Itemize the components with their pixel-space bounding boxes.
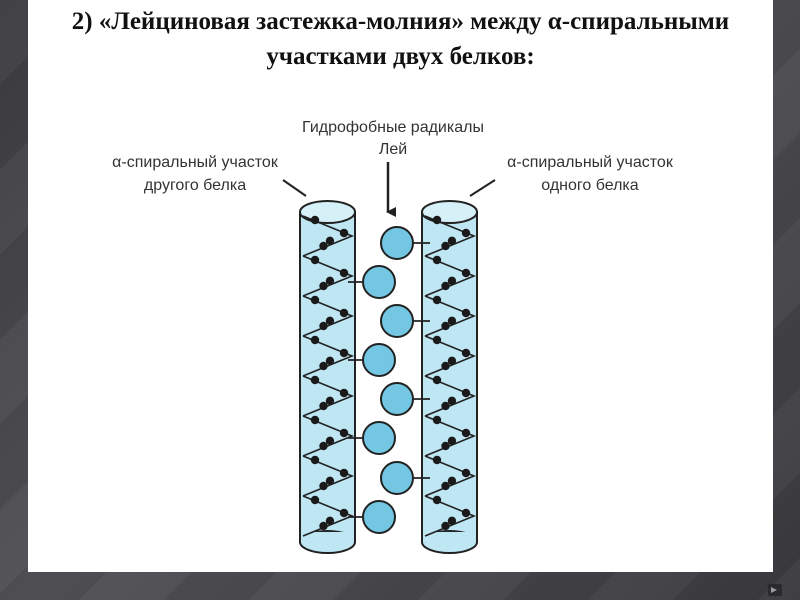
residue-dot xyxy=(339,428,349,438)
residue-dot xyxy=(447,516,457,525)
left-helix-coil xyxy=(302,215,355,537)
leucine-radical xyxy=(380,382,414,416)
slide-title: 2) «Лейциновая застежка-молния» между α-… xyxy=(28,4,773,74)
residue-dot xyxy=(461,428,471,438)
residue-dot xyxy=(461,468,471,478)
residue-dot xyxy=(310,495,320,505)
residue-dot xyxy=(447,396,457,405)
leucine-radical xyxy=(362,500,396,534)
residue-dot xyxy=(432,495,442,505)
residue-dot xyxy=(441,441,450,451)
label-radicals-line1: Гидрофобные радикалы xyxy=(302,119,484,136)
residue-dot xyxy=(441,481,450,491)
leucine-radical xyxy=(380,226,414,260)
residue-dot xyxy=(461,508,471,518)
residue-dot xyxy=(310,255,320,265)
residue-dot xyxy=(461,268,471,278)
residue-dot xyxy=(319,361,328,371)
residue-dot xyxy=(339,268,349,278)
leucine-radical xyxy=(362,343,396,377)
helix-backbone xyxy=(302,215,355,537)
label-left-line2: другого белка xyxy=(144,177,246,194)
residue-dot xyxy=(441,281,450,291)
right-label-pointer xyxy=(469,179,496,197)
residue-dot xyxy=(319,401,328,411)
residue-dot xyxy=(319,281,328,291)
residue-dot xyxy=(325,516,335,525)
right-helix-coil xyxy=(424,215,477,537)
residue-dot xyxy=(447,436,457,445)
residue-dot xyxy=(432,415,442,425)
leucine-zipper-diagram: Гидрофобные радикалы Лей α-спиральный уч… xyxy=(112,119,674,554)
leucine-radical xyxy=(362,421,396,455)
label-radicals-line2: Лей xyxy=(379,141,407,158)
residue-dot xyxy=(310,295,320,305)
leucine-radical xyxy=(362,265,396,299)
residue-dot xyxy=(447,476,457,485)
residue-dot xyxy=(461,348,471,358)
residue-dot xyxy=(441,521,450,531)
residue-dot xyxy=(339,348,349,358)
residue-dot xyxy=(339,508,349,518)
label-right-line1: α-спиральный участок xyxy=(507,154,674,171)
residue-dot xyxy=(310,335,320,345)
label-left-line1: α-спиральный участок xyxy=(112,154,279,171)
residue-dot xyxy=(325,236,335,245)
residue-dot xyxy=(339,228,349,238)
residue-dot xyxy=(441,401,450,411)
residue-dot xyxy=(310,375,320,385)
residue-dot xyxy=(461,388,471,398)
right-helix-cylinder xyxy=(421,200,478,554)
title-line-1: 2) «Лейциновая застежка-молния» между α-… xyxy=(71,8,730,35)
residue-dot xyxy=(432,335,442,345)
residue-dot xyxy=(447,316,457,325)
leucine-radical xyxy=(380,461,414,495)
residue-dot xyxy=(319,481,328,491)
leucine-radical xyxy=(380,304,414,338)
residue-dot xyxy=(447,236,457,245)
residue-dot xyxy=(325,436,335,445)
residue-dot xyxy=(339,308,349,318)
residue-dot xyxy=(319,441,328,451)
residue-dot xyxy=(447,356,457,365)
residue-dot xyxy=(325,356,335,365)
residue-dot xyxy=(441,361,450,371)
leucine-radicals xyxy=(348,226,430,534)
residue-dot xyxy=(339,388,349,398)
slide-canvas: 2) «Лейциновая застежка-молния» между α-… xyxy=(28,0,773,572)
slide-nav-icon[interactable] xyxy=(768,584,782,596)
residue-dot xyxy=(319,321,328,331)
residue-dot xyxy=(461,228,471,238)
residue-dot xyxy=(441,241,450,251)
residue-dot xyxy=(325,316,335,325)
residue-dot xyxy=(441,321,450,331)
residue-dot xyxy=(447,276,457,285)
residue-dot xyxy=(432,255,442,265)
residue-dot xyxy=(339,468,349,478)
residue-dot xyxy=(310,415,320,425)
title-line-2: участками двух белков: xyxy=(266,43,535,70)
left-label-pointer xyxy=(282,179,307,197)
residue-dot xyxy=(432,295,442,305)
left-helix-cylinder xyxy=(299,200,356,554)
residue-dot xyxy=(432,375,442,385)
residue-dot xyxy=(432,215,442,225)
residue-dot xyxy=(325,476,335,485)
residue-dot xyxy=(461,308,471,318)
residue-dot xyxy=(310,215,320,225)
residue-dot xyxy=(325,396,335,405)
residue-dot xyxy=(319,521,328,531)
residue-dot xyxy=(310,455,320,465)
label-right-line2: одного белка xyxy=(541,177,638,194)
residue-dot xyxy=(432,455,442,465)
residue-dot xyxy=(319,241,328,251)
helix-backbone xyxy=(424,215,477,537)
residue-dot xyxy=(325,276,335,285)
